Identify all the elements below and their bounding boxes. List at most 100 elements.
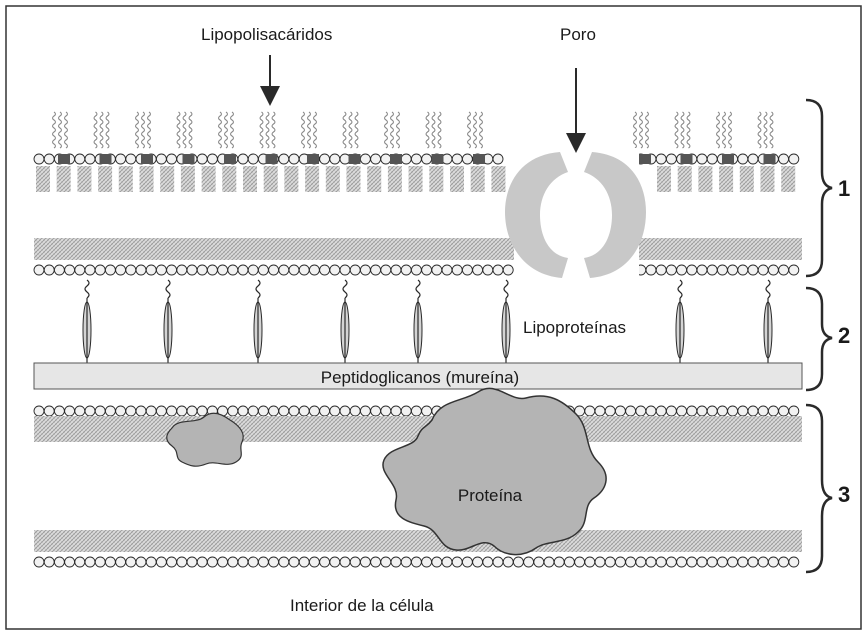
lipid-tail <box>491 166 506 192</box>
lipid-head <box>757 405 769 417</box>
lipid-tail <box>677 166 692 192</box>
lipid-head <box>33 556 45 568</box>
lipid-head <box>747 556 759 568</box>
cytoplasmic-membrane-top-heads <box>33 405 800 417</box>
lps-core <box>722 154 734 164</box>
lipid-head <box>410 153 422 165</box>
lipid-tail <box>222 166 237 192</box>
lipid-head <box>319 405 331 417</box>
lipid-head <box>155 556 167 568</box>
lipid-head <box>431 556 443 568</box>
lipid-head <box>645 556 657 568</box>
lipid-head <box>604 405 616 417</box>
lipid-head <box>94 556 106 568</box>
lipid-head <box>278 153 290 165</box>
lipid-head <box>584 405 596 417</box>
lipid-head <box>288 405 300 417</box>
lipid-head <box>370 153 382 165</box>
lipid-head <box>472 264 484 276</box>
lipid-head <box>237 556 249 568</box>
lipoprotein-anchor <box>84 279 90 299</box>
lipid-head <box>319 153 331 165</box>
lipid-head <box>482 264 494 276</box>
lipid-head <box>696 153 708 165</box>
lps-chain <box>105 111 110 149</box>
lipid-head <box>308 556 320 568</box>
lipid-head <box>288 556 300 568</box>
lipid-head <box>502 556 514 568</box>
outer-membrane-top-heads <box>33 153 800 165</box>
lipid-head <box>166 556 178 568</box>
lps-chain <box>638 111 644 149</box>
lps-chain <box>63 111 69 149</box>
lipid-tail <box>387 166 402 192</box>
lipid-head <box>767 556 779 568</box>
lipid-head <box>33 153 45 165</box>
lipid-head <box>614 556 626 568</box>
lipid-head <box>482 556 494 568</box>
lipid-head <box>421 556 433 568</box>
lipid-head <box>135 556 147 568</box>
lipoprotein-anchor <box>765 279 771 299</box>
lipid-head <box>533 556 545 568</box>
lipid-head <box>727 556 739 568</box>
lipid-head <box>655 556 667 568</box>
lipid-head <box>319 264 331 276</box>
lps-core <box>431 154 444 164</box>
lps-chain <box>57 111 63 149</box>
lipid-head <box>247 264 259 276</box>
lipid-head <box>329 153 341 165</box>
lipid-head <box>767 405 779 417</box>
lipid-head <box>625 405 637 417</box>
lipid-head <box>217 556 229 568</box>
lipid-head <box>706 556 718 568</box>
lipid-tail <box>118 166 133 192</box>
lps-chain <box>99 111 104 149</box>
lipid-tail <box>263 166 278 192</box>
lipid-head <box>308 405 320 417</box>
lipid-head <box>359 153 371 165</box>
lipid-head <box>676 405 688 417</box>
lipid-head <box>115 405 127 417</box>
lps-core <box>224 154 236 164</box>
lps-chain <box>437 111 442 149</box>
lipid-head <box>696 405 708 417</box>
lipid-head <box>380 556 392 568</box>
lipid-head <box>665 405 677 417</box>
lipid-head <box>767 264 779 276</box>
lps-core <box>680 154 693 164</box>
lipid-head <box>645 264 657 276</box>
lipid-head <box>359 405 371 417</box>
lipid-head <box>257 264 269 276</box>
lipid-head <box>206 153 218 165</box>
lipid-head <box>737 153 749 165</box>
lipid-tail <box>470 166 485 192</box>
lipid-head <box>778 264 790 276</box>
lipid-head <box>196 556 208 568</box>
lipid-head <box>706 264 718 276</box>
lipid-head <box>461 264 473 276</box>
lipid-head <box>278 405 290 417</box>
lipid-head <box>278 264 290 276</box>
lipid-head <box>257 556 269 568</box>
lipid-head <box>84 556 96 568</box>
lipoprotein-anchor <box>165 279 171 299</box>
lps-chain <box>217 111 223 149</box>
lipid-head <box>359 556 371 568</box>
lipid-head <box>788 264 800 276</box>
lipid-head <box>727 264 739 276</box>
lps-core <box>307 154 319 164</box>
lipid-head <box>400 556 412 568</box>
lipid-head <box>268 556 280 568</box>
lipid-head <box>53 556 65 568</box>
lipid-head <box>176 556 188 568</box>
lipid-tail <box>77 166 92 192</box>
lps-chain <box>306 111 312 149</box>
lipid-head <box>370 556 382 568</box>
lipid-head <box>727 405 739 417</box>
lipid-head <box>227 264 239 276</box>
cell-interior-label: Interior de la célula <box>290 596 434 615</box>
peptidoglycan-label: Peptidoglicanos (mureína) <box>321 368 519 387</box>
region-number-2: 2 <box>838 323 851 348</box>
lps-chain <box>715 111 721 149</box>
